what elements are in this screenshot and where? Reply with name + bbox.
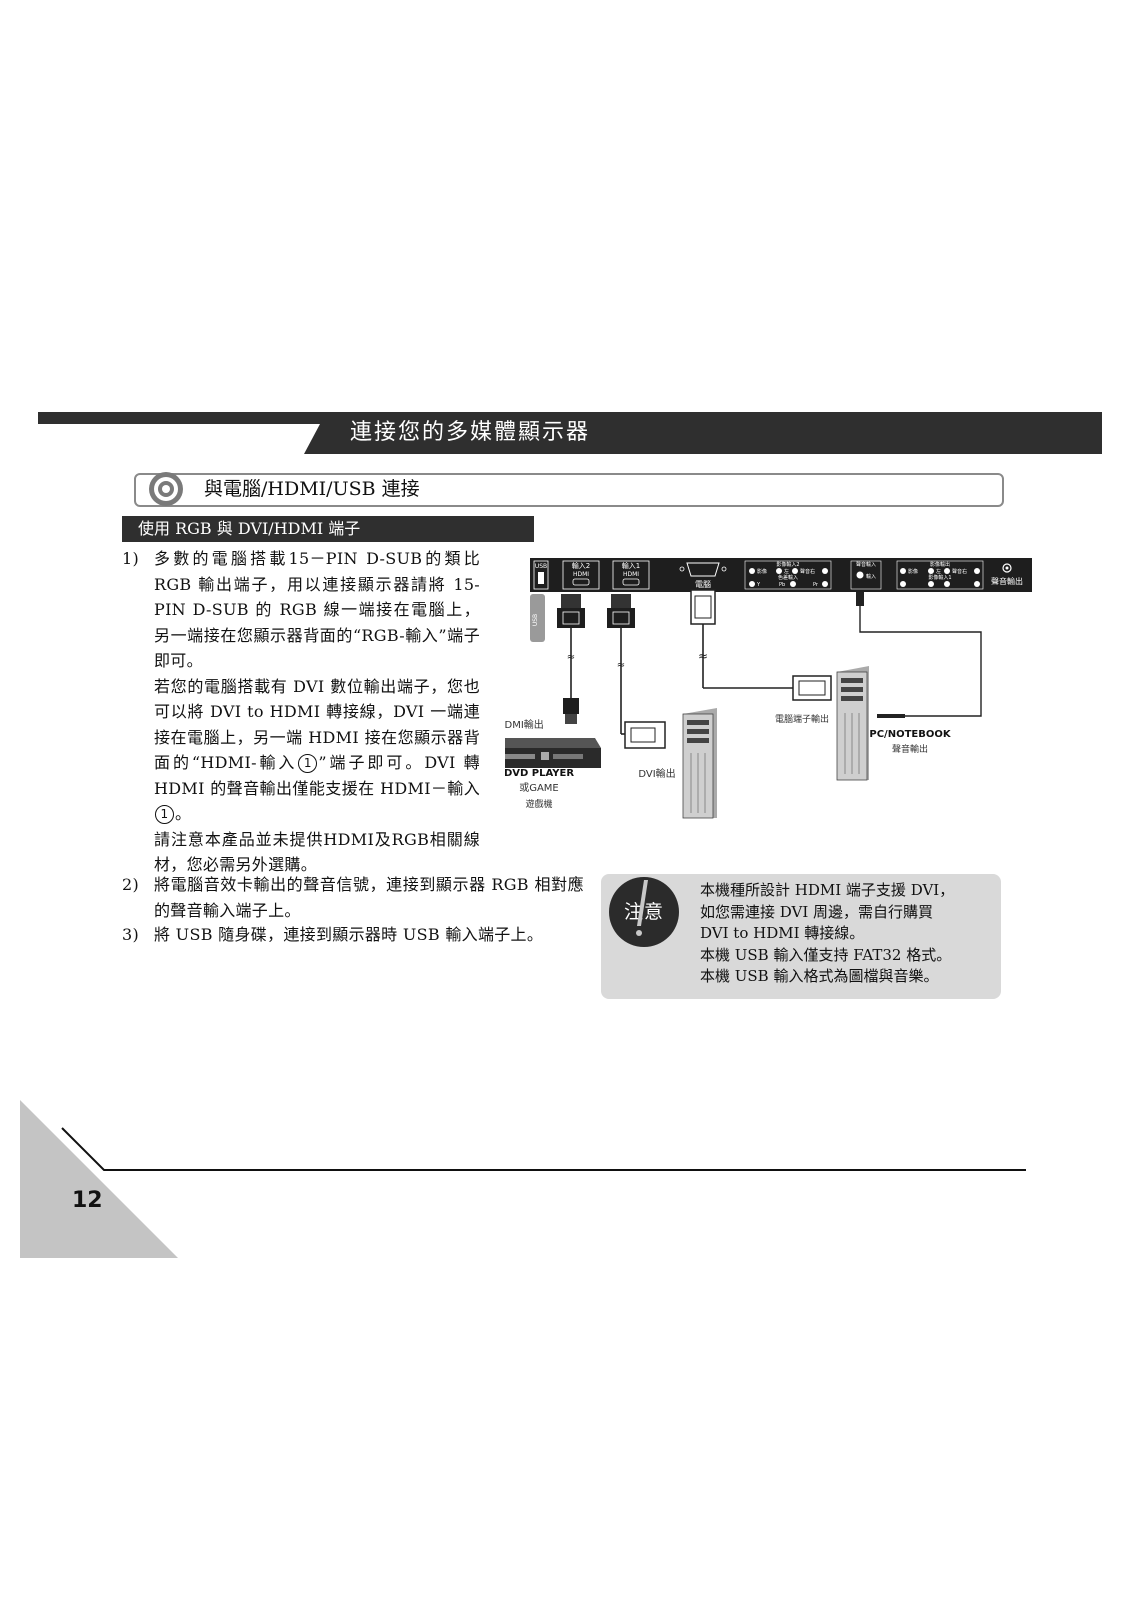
subsection-bar bbox=[122, 516, 534, 542]
section-title-box bbox=[134, 473, 1004, 507]
connection-diagram: USB 輸入2 HDMI 輸入1 HDMI 電腦 影像輸入2 影像 左 聲音右 … bbox=[505, 558, 1032, 819]
list-item-body: 將電腦音效卡輸出的聲音信號，連接到顯示器 RGB 相對應的聲音輸入端子上。 bbox=[154, 875, 584, 920]
paragraph: 若您的電腦搭載有 DVI 數位輸出端子，您也可以將 DVI to HDMI 轉接… bbox=[154, 676, 480, 824]
hdmi1-label: 輸入1 bbox=[622, 561, 640, 570]
usb-stick bbox=[530, 594, 545, 642]
note-line: DVI to HDMI 轉接線。 bbox=[700, 924, 865, 942]
svg-text:≈: ≈ bbox=[617, 660, 625, 671]
list-item-number: 3) bbox=[122, 925, 140, 944]
note-line: 本機種所設計 HDMI 端子支援 DVI， bbox=[700, 881, 955, 899]
exclamation-icon bbox=[636, 880, 648, 936]
hdmi2-sub-label: HDMI bbox=[573, 571, 589, 578]
pc-output-label: 電腦端子輸出 bbox=[775, 713, 829, 725]
dvi-pc-tower bbox=[682, 708, 717, 819]
av2-audio-left-label: 左 bbox=[784, 568, 789, 575]
game-console-label: 遊戲機 bbox=[525, 798, 552, 810]
list-item-body: 將 USB 隨身碟，連接到顯示器時 USB 輸入端子上。 bbox=[154, 925, 544, 944]
dvd-player-label: DVD PLAYER bbox=[505, 768, 574, 779]
pc-notebook-tower bbox=[836, 666, 869, 781]
av1-label: 影像輸入1 bbox=[928, 574, 951, 581]
note-line: 本機 USB 輸入僅支持 FAT32 格式。 bbox=[700, 945, 952, 964]
av-out-video-label: 影像 bbox=[908, 568, 918, 575]
page-footer bbox=[20, 1100, 1026, 1258]
page-title: 連接您的多媒體顯示器 bbox=[350, 420, 591, 445]
dvi-connector bbox=[624, 721, 666, 749]
page-number: 12 bbox=[72, 1188, 103, 1213]
header-bar bbox=[38, 412, 1102, 454]
component-pr-label: Pr bbox=[813, 582, 819, 588]
hdmi2-label: 輸入2 bbox=[572, 561, 590, 570]
av-out-label: 影像輸出 bbox=[930, 561, 950, 568]
note-label: 注意 bbox=[623, 901, 664, 923]
circled-number: 1 bbox=[298, 754, 318, 773]
note-line: 本機 USB 輸入格式為圖檔與音樂。 bbox=[700, 967, 939, 985]
usb-port-label: USB bbox=[535, 563, 547, 570]
component-y-label: Y bbox=[756, 582, 761, 588]
component-label: 色差輸入 bbox=[778, 574, 798, 581]
usb-stick-label: USB bbox=[532, 614, 539, 626]
av-out-left-label: 左 bbox=[936, 568, 941, 575]
section-title: 與電腦/HDMI/USB 連接 bbox=[204, 478, 420, 500]
hdmi-output-label: HDMI輸出 bbox=[505, 718, 544, 731]
list-item-number: 2) bbox=[122, 875, 140, 894]
audio-out-port-label: 聲音輸出 bbox=[991, 576, 1023, 586]
note-text: 本機種所設計 HDMI 端子支援 DVI， 如您需連接 DVI 周邊，需自行購買… bbox=[700, 880, 970, 988]
circled-number: 1 bbox=[155, 805, 174, 824]
av-out-right-label: 聲音右 bbox=[952, 568, 967, 575]
av2-audio-right-label: 聲音右 bbox=[800, 568, 815, 575]
component-pb-label: Pb bbox=[779, 582, 785, 588]
av2-label: 影像輸入2 bbox=[776, 561, 799, 568]
list-item-body: 多數的電腦搭載15－PIN D-SUB的類比 RGB 輸出端子，用以連接顯示器請… bbox=[154, 546, 480, 878]
audio-in-label: 聲音輸入 bbox=[856, 561, 876, 568]
list-item-number: 1) bbox=[122, 549, 140, 568]
paragraph: 多數的電腦搭載15－PIN D-SUB的類比 RGB 輸出端子，用以連接顯示器請… bbox=[154, 549, 480, 670]
pc-notebook-label: PC/NOTEBOOK bbox=[869, 729, 951, 740]
vga-port-label: 電腦 bbox=[695, 579, 711, 589]
or-game-label: 或GAME bbox=[519, 782, 559, 794]
target-icon bbox=[149, 472, 183, 506]
paragraph: 請注意本產品並未提供HDMI及RGB相關線材，您必需另外選購。 bbox=[154, 829, 480, 875]
svg-text:≈: ≈ bbox=[698, 649, 708, 663]
subsection-title: 使用 RGB 與 DVI/HDMI 端子 bbox=[138, 519, 361, 538]
note-line: 如您需連接 DVI 周邊，需自行購買 bbox=[700, 902, 934, 921]
svg-text:≈: ≈ bbox=[567, 652, 575, 663]
hdmi1-sub-label: HDMI bbox=[623, 571, 639, 578]
dvd-player bbox=[505, 738, 601, 768]
av2-video-label: 影像 bbox=[757, 568, 767, 575]
audio-in-sub-label: 輸入 bbox=[866, 573, 876, 580]
dvi-output-label: DVI輸出 bbox=[638, 767, 675, 780]
audio-output-label: 聲音輸出 bbox=[892, 743, 928, 755]
